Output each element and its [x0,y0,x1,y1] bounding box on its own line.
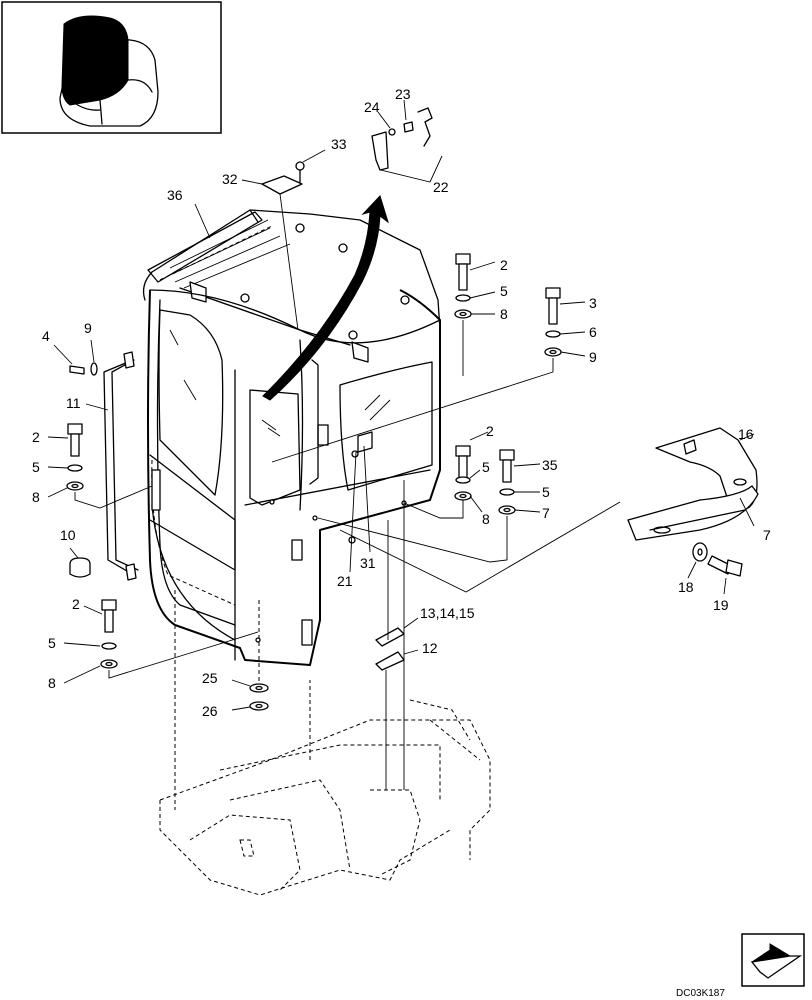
callout-8: 8 [32,489,40,505]
chassis-frame-dashed [159,590,491,896]
bolt-set-middle [403,431,489,519]
callout-5: 5 [542,484,550,500]
rear-window [339,361,433,491]
callout-6: 6 [589,324,597,340]
callout-11: 11 [66,395,81,411]
plate-13-14-15 [375,617,419,647]
grab-handle-11 [85,351,139,581]
bolt-19 [707,555,743,595]
callout-16: 16 [738,426,754,442]
callout-31: 31 [360,555,376,571]
roof-vent-grille [147,211,291,289]
callout-5: 5 [482,459,490,475]
callout-24: 24 [364,99,380,115]
direction-arrow-icon [741,933,805,987]
drawing-code: DC03K187 [676,988,725,999]
callout-labels: 36 32 33 24 23 22 2 5 8 3 6 9 4 9 11 2 5… [32,86,771,999]
callout-35: 35 [542,457,558,473]
bolt-set-left-mid [47,423,153,509]
callout-8: 8 [48,675,56,691]
bracket-assembly-22 [371,99,443,183]
callout-2: 2 [486,423,494,439]
callout-23: 23 [395,86,411,102]
callout-9: 9 [84,320,92,336]
cover-plate-32 [261,175,303,331]
callout-7: 7 [763,527,771,543]
callout-7: 7 [542,505,550,521]
bolt-set-3-6-9 [544,287,586,372]
bolt-set-left-low [63,599,259,684]
front-window [158,309,224,496]
callout-18: 18 [678,579,694,595]
overview-inset [1,1,222,134]
bolt-set-top-right [454,253,496,376]
callout-12: 12 [422,640,438,656]
callout-9: 9 [589,349,597,365]
callout-5: 5 [48,635,56,651]
callout-22: 22 [433,179,449,195]
washer-18 [687,542,708,579]
callout-5: 5 [500,283,508,299]
callout-2: 2 [72,596,80,612]
rear-guard-16 [627,427,759,541]
callout-3: 3 [589,295,597,311]
callout-8: 8 [482,511,490,527]
callout-25: 25 [202,670,218,686]
callout-33: 33 [331,136,347,152]
callout-8: 8 [500,306,508,322]
washer-26 [231,701,269,711]
cap-10 [69,547,91,578]
cap-33 [295,149,326,183]
screw-4-washer-9 [53,339,98,376]
callout-5: 5 [32,459,40,475]
washer-25 [231,600,269,693]
callout-4: 4 [42,328,50,344]
callout-32: 32 [222,171,238,187]
cab-assembly [142,209,441,666]
removal-arrow [262,195,389,401]
callout-10: 10 [60,527,76,543]
callout-13-14-15: 13,14,15 [420,605,475,621]
callout-2: 2 [32,429,40,445]
callout-26: 26 [202,703,218,719]
callout-21: 21 [337,573,353,589]
roof-bolts [240,223,410,340]
side-window [249,389,301,506]
callout-2: 2 [500,257,508,273]
callout-36: 36 [167,187,183,203]
callout-19: 19 [713,597,729,613]
plate-12 [375,649,419,671]
